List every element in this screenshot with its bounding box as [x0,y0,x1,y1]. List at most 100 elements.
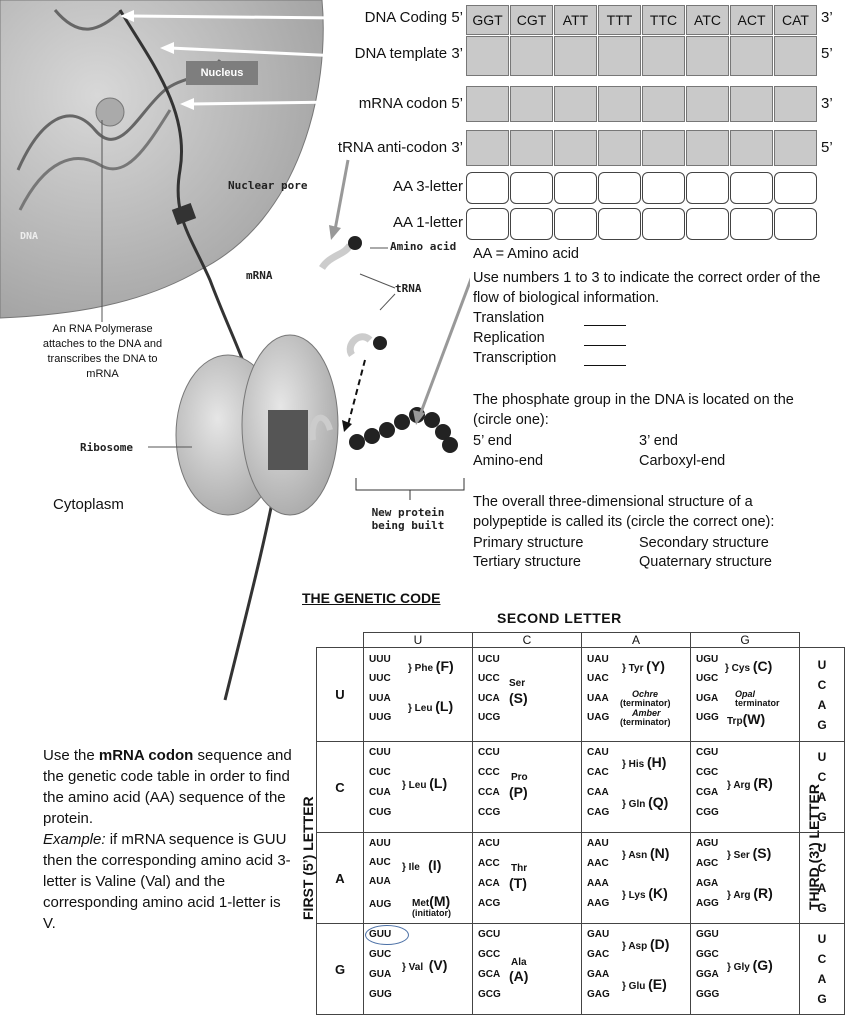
mrna-codon-cell[interactable] [510,86,553,122]
aa-letter: (K) [648,885,668,901]
aa-3letter-cell[interactable] [642,172,685,204]
mrna-codon-cell[interactable] [554,86,597,122]
dna-template-cell[interactable] [774,36,817,76]
codon: UCA [478,693,500,704]
aa-letter: (G) [752,957,773,973]
codon: CCG [478,807,501,818]
aa-letter: (E) [648,976,667,992]
aa-name: Cys [731,663,751,674]
aa-3letter-cell[interactable] [466,172,509,204]
aa-1letter-cell[interactable] [686,208,729,240]
codon: GUG [369,989,392,1000]
mrna-codon-cell[interactable] [774,86,817,122]
stop-codon-name: Ochre [632,689,659,699]
answer-blank[interactable] [584,365,626,366]
aa-3letter-cell[interactable] [554,172,597,204]
structure-option[interactable]: Tertiary structure [473,554,581,570]
aa-1letter-cell[interactable] [554,208,597,240]
aa-letter: (T) [509,875,527,891]
answer-blank[interactable] [584,325,626,326]
instructions-bold: mRNA codon [98,747,194,764]
second-letter-col: U [363,632,473,648]
trna-anticodon-cell[interactable] [466,130,509,166]
aa-letter: (M) [429,893,451,909]
codon: AUU [369,838,391,849]
aa-3letter-cell[interactable] [774,172,817,204]
aa-name: Glu [628,981,646,992]
cytoplasm-label: Cytoplasm [53,496,124,513]
amino-acid: } Asp (D) [622,936,670,952]
aa-name: Gln [628,799,646,810]
mrna-codon-cell[interactable] [642,86,685,122]
trna-anticodon-cell[interactable] [774,130,817,166]
nuclear-pore-label: Nuclear pore [228,179,308,192]
amino-acid: } Ser (S) [727,845,772,861]
codon: GAG [587,989,610,1000]
second-letter-col: C [472,632,582,648]
aa-1letter-cell[interactable] [598,208,641,240]
aa-letter: (D) [650,936,670,952]
structure-option[interactable]: Quaternary structure [639,554,772,570]
trna-anticodon-cell[interactable] [686,130,729,166]
aa-letter: (R) [753,885,773,901]
mrna-codon-cell[interactable] [466,86,509,122]
aa-3letter-cell[interactable] [686,172,729,204]
aa-1letter-cell[interactable] [774,208,817,240]
trna-anticodon-cell[interactable] [642,130,685,166]
aa-letter: (L) [435,698,454,714]
dna-template-cell[interactable] [730,36,773,76]
dna-template-cell[interactable] [510,36,553,76]
dna-template-cell[interactable] [686,36,729,76]
aa-3letter-cell[interactable] [510,172,553,204]
phosphate-option[interactable]: Carboxyl-end [639,453,726,469]
trna-anticodon-cell[interactable] [730,130,773,166]
structure-option[interactable]: Secondary structure [639,535,769,551]
aa-name: Pro [511,772,528,783]
instructions-part: Use the [43,747,99,764]
dna-template-cell[interactable] [598,36,641,76]
mrna-codon-cell[interactable] [730,86,773,122]
codon-cell-UG: UGU UGC UGA UGG } Cys (C) Opal terminato… [690,647,800,742]
third-base: A [817,972,827,986]
codon: CUG [369,807,392,818]
codon: GGG [696,989,720,1000]
rna-polymerase-note: An RNA Polymerase attaches to the DNA an… [42,323,163,380]
phosphate-option[interactable]: 5’ end [473,433,512,449]
codon: CCC [478,767,500,778]
mrna-codon-cell[interactable] [598,86,641,122]
trna-anticodon-cell[interactable] [598,130,641,166]
third-base: U [817,841,827,855]
trna-anticodon-cell[interactable] [510,130,553,166]
dna-coding-cell: ATT [554,5,597,35]
codon: CAU [587,747,609,758]
trna-anticodon-cell[interactable] [554,130,597,166]
aa-1letter-row [466,208,818,240]
codon: AGC [696,858,719,869]
dna-coding-cell: ACT [730,5,773,35]
aa-3letter-cell[interactable] [730,172,773,204]
aa-1letter-cell[interactable] [510,208,553,240]
phosphate-option[interactable]: 3’ end [639,433,678,449]
aa-1letter-cell[interactable] [730,208,773,240]
mrna-codon-cell[interactable] [686,86,729,122]
dna-coding-cell: CAT [774,5,817,35]
codon: CUA [369,787,391,798]
structure-option[interactable]: Primary structure [473,535,584,551]
genetic-code-title: THE GENETIC CODE [302,590,441,606]
answer-blank[interactable] [584,345,626,346]
trna-anticodon-label: tRNA anti-codon 3’ [337,139,463,156]
amino-acid: } His (H) [622,754,667,770]
dna-template-cell[interactable] [642,36,685,76]
aa-3letter-cell[interactable] [598,172,641,204]
phosphate-option[interactable]: Amino-end [473,453,544,469]
aa-1letter-cell[interactable] [466,208,509,240]
codon: UAU [587,654,609,665]
aa-1letter-cell[interactable] [642,208,685,240]
first-letter-row: C [316,741,364,833]
codon-cell-UU: UUU UUC UUA UUG } Phe (F) } Leu (L) [363,647,473,742]
dna-template-cell[interactable] [466,36,509,76]
dna-template-cell[interactable] [554,36,597,76]
second-letter-col: A [581,632,691,648]
codon: CUC [369,767,391,778]
